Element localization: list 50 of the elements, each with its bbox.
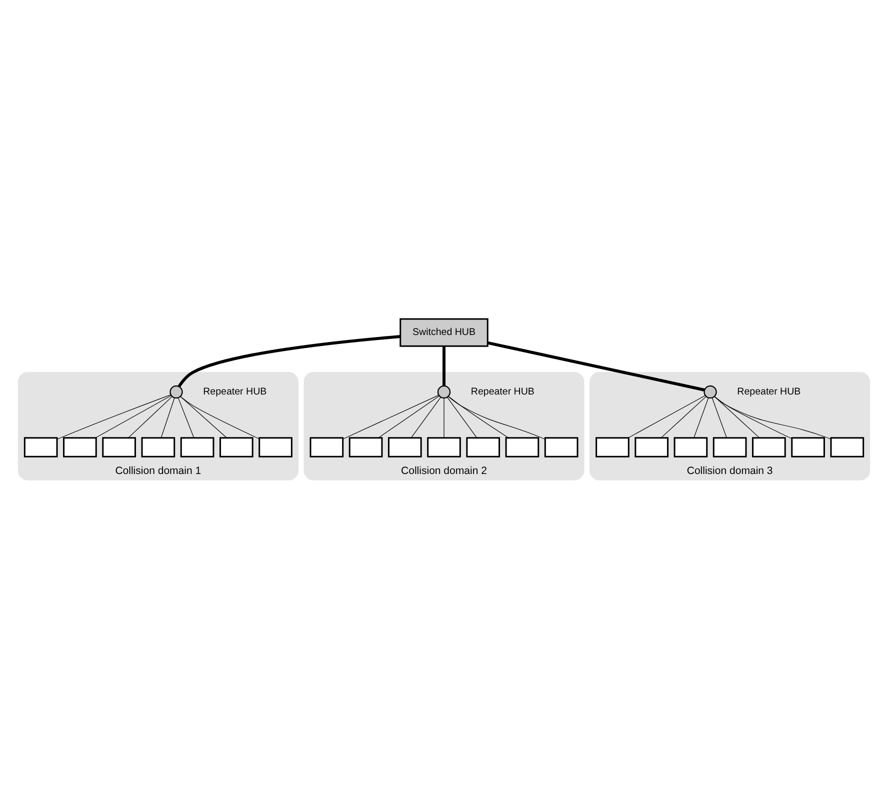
node-box [830,436,864,457]
node-box [752,436,786,457]
connector [178,334,400,387]
node-box [674,436,708,457]
connector [628,394,706,438]
node-label: Repeater HUB [470,386,534,398]
node-box [427,436,461,457]
connector [180,396,260,439]
node-box [141,436,176,457]
node-box [348,436,383,457]
node-box [596,436,630,457]
connector [660,396,706,438]
node-box [544,436,578,457]
node-box [258,436,292,457]
connector [56,394,171,440]
connector [180,396,227,438]
connector [714,396,792,438]
node-circle [704,384,717,398]
node-box [712,436,747,457]
node-box [634,436,669,457]
connector [694,397,709,438]
node-box [791,436,825,457]
connector [160,397,175,438]
node-circle [170,384,183,398]
node-box [219,436,254,457]
connector [128,396,172,438]
connector [178,396,194,438]
node-box [63,436,97,457]
connector [95,394,172,438]
connector [378,395,440,438]
node-box [388,436,422,457]
node-circle [437,384,451,398]
connector [714,396,832,439]
node-box [505,436,540,457]
connector [448,396,509,438]
node-box [24,436,58,457]
node-box [310,436,344,457]
node-label: Repeater HUB [737,386,801,398]
node-box [466,436,500,457]
node-box [180,436,214,457]
connector [442,346,446,386]
node-box [102,436,136,457]
node-label: Repeater HUB [203,386,267,398]
connector [447,396,478,438]
connector [342,394,439,439]
connector [448,396,546,440]
connector [487,340,705,391]
connector [712,397,727,438]
node-box: Switched HUB [400,318,488,346]
connector [410,396,441,438]
